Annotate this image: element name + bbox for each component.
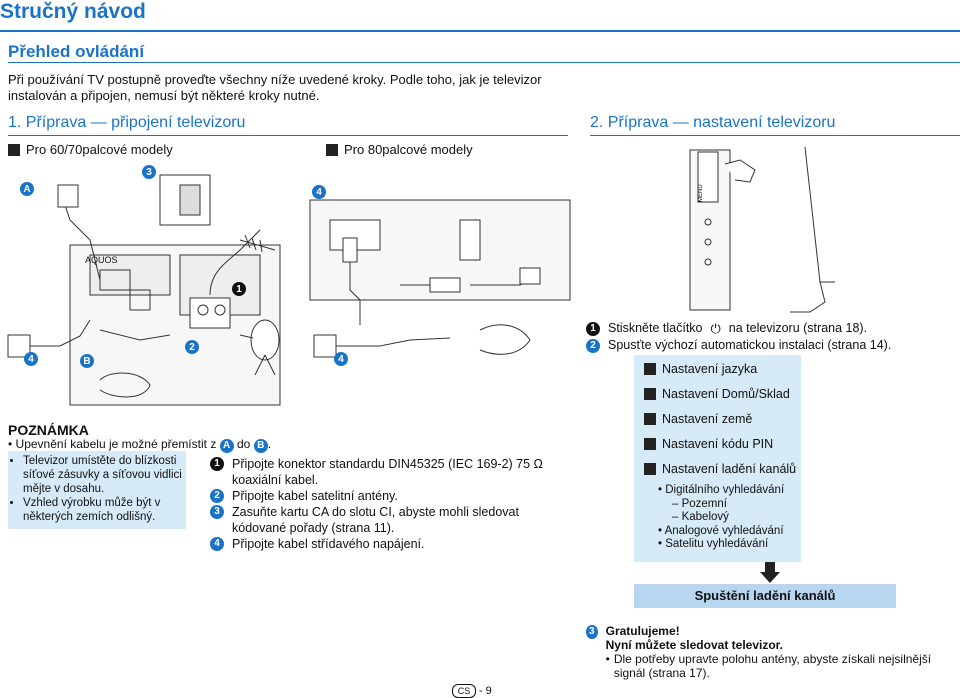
menu-label: MENU <box>698 184 704 202</box>
setup-step-2: 2 Spusťte výchozí automatickou instalaci… <box>586 337 891 354</box>
tv-brand-label: AQUOS <box>85 255 118 265</box>
note-line: • Upevnění kabelu je možné přemístit z A… <box>8 437 272 453</box>
sub-item: – Pozemní <box>672 497 727 510</box>
sub-item: • Satelitu vyhledávání <box>658 538 769 550</box>
clip-80 <box>479 324 531 355</box>
power-outlet-icon-80 <box>313 334 337 358</box>
marker-4-80: 4 <box>312 185 326 199</box>
title-rule <box>0 30 960 32</box>
model-80-label: Pro 80palcové modely <box>326 142 473 157</box>
section-title: Přehled ovládání <box>8 42 145 61</box>
marker-3: 3 <box>142 165 156 179</box>
clip-b <box>99 372 151 398</box>
clip-a <box>57 184 79 208</box>
marker-4: 4 <box>24 352 38 366</box>
connection-step: 3 Zasuňte kartu CA do slotu CI, abyste m… <box>210 504 570 536</box>
setup-item-home-store: Nastavení Domů/Sklad <box>644 387 790 401</box>
connection-illustration: AQUOS <box>7 174 571 406</box>
marker-2: 2 <box>185 340 199 354</box>
power-icon: ⏻ <box>710 321 721 336</box>
connection-step: 4 Připojte kabel střídavého napájení. <box>210 536 570 552</box>
intro-text: Při používání TV postupně proveďte všech… <box>8 72 542 103</box>
step-number-icon: 4 <box>210 537 224 551</box>
step-number-icon: 2 <box>586 338 600 353</box>
marker-1: 1 <box>232 282 246 296</box>
start-tuning-button[interactable]: Spuštění ladění kanálů <box>634 584 896 608</box>
square-bullet-icon <box>326 143 338 156</box>
step3-congrats: 3 Gratulujeme! Nyní můžete sledovat tele… <box>586 624 958 680</box>
tv-side-illustration: MENU <box>689 146 835 313</box>
antenna-connector-panel <box>189 297 231 329</box>
hand-icon <box>724 159 756 183</box>
power-cable-80 <box>349 240 361 325</box>
note-box-item: Televizor umístěte do blízkosti síťové z… <box>23 454 182 496</box>
marker-a: A <box>20 182 34 196</box>
setup-item-tuning: Nastavení ladění kanálů <box>644 462 796 476</box>
note-box: Televizor umístěte do blízkosti síťové z… <box>8 451 186 529</box>
step1-rule <box>8 135 568 136</box>
step-number-icon: 2 <box>210 489 224 503</box>
step1-heading: 1. Příprava — připojení televizoru <box>8 114 246 131</box>
setup-item-language: Nastavení jazyka <box>644 362 757 376</box>
step-number-icon: 3 <box>210 505 224 519</box>
sub-item: • Digitálního vyhledávání <box>658 484 785 496</box>
antenna-icon <box>239 234 276 253</box>
setup-steps: 1 Stiskněte tlačítko ⏻ na televizoru (st… <box>586 320 891 354</box>
satellite-dish-icon <box>250 319 280 361</box>
sub-item: • Analogové vyhledávání <box>658 524 784 537</box>
marker-a-inline: A <box>219 438 234 453</box>
marker-4-b: 4 <box>334 352 348 366</box>
congrats-sub: Nyní můžete sledovat televizor. <box>605 638 784 652</box>
marker-b: B <box>80 354 94 368</box>
connection-steps: 1 Připojte konektor standardu DIN45325 (… <box>210 456 570 552</box>
step-number-icon: 1 <box>586 321 600 336</box>
note-title: POZNÁMKA <box>8 422 89 438</box>
congrats-bullet: Dle potřeby upravte polohu antény, abyst… <box>613 652 932 680</box>
tv-side-button-panel <box>689 149 731 311</box>
congrats-title: Gratulujeme! <box>605 624 680 638</box>
setup-item-country: Nastavení země <box>644 412 752 426</box>
connection-step: 2 Připojte kabel satelitní antény. <box>210 488 570 504</box>
section-rule <box>8 62 960 63</box>
tv-profile <box>790 146 826 313</box>
setup-step-1: 1 Stiskněte tlačítko ⏻ na televizoru (st… <box>586 320 891 337</box>
step2-heading: 2. Příprava — nastavení televizoru <box>590 114 836 131</box>
step-number-icon: 1 <box>210 457 224 471</box>
marker-b-inline: B <box>253 438 268 453</box>
step-number-icon: 3 <box>586 625 598 639</box>
down-arrow-icon <box>760 562 780 583</box>
setup-sub-list: • Digitálního vyhledávání – Pozemní – Ka… <box>658 484 784 552</box>
model-60-70-label: Pro 60/70palcové modely <box>8 142 173 157</box>
square-bullet-icon <box>8 143 20 156</box>
connection-step: 1 Připojte konektor standardu DIN45325 (… <box>210 456 570 488</box>
note-box-item: Vzhled výrobku může být v některých zemí… <box>23 496 182 524</box>
step2-rule <box>590 135 960 136</box>
setup-box: Nastavení jazyka Nastavení Domů/Sklad Na… <box>634 355 801 562</box>
setup-item-pin: Nastavení kódu PIN <box>644 437 773 451</box>
sub-item: – Kabelový <box>672 511 729 523</box>
page-title: Stručný návod <box>0 0 146 23</box>
